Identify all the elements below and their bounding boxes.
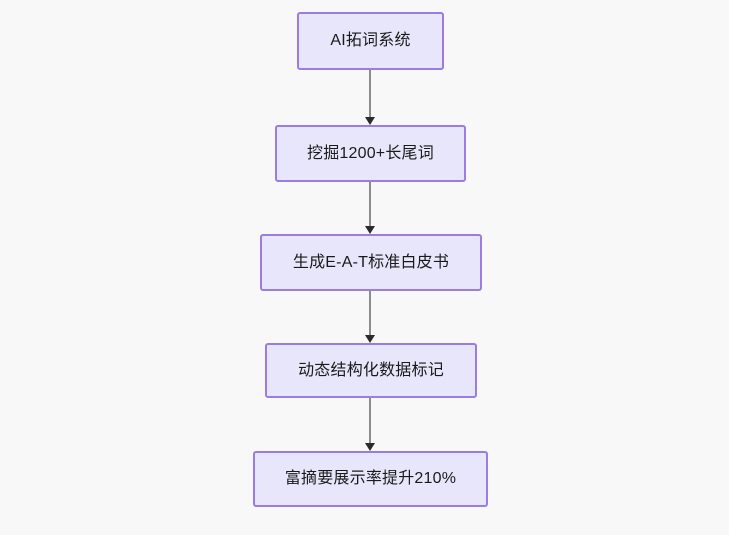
arrow-down-icon	[365, 226, 375, 234]
flowchart-node-mine-longtail-keywords[interactable]: 挖掘1200+长尾词	[275, 125, 466, 182]
flowchart-node-label: AI拓词系统	[330, 32, 411, 50]
flowchart-node-generate-eat-whitepaper[interactable]: 生成E-A-T标准白皮书	[260, 234, 482, 291]
flowchart-node-ai-keyword-system[interactable]: AI拓词系统	[297, 12, 444, 70]
flowchart-node-label: 挖掘1200+长尾词	[307, 144, 434, 162]
flowchart-node-rich-snippet-impression-lift[interactable]: 富摘要展示率提升210%	[253, 451, 488, 507]
arrow-down-icon	[365, 443, 375, 451]
arrow-down-icon	[365, 117, 375, 125]
flowchart-node-label: 动态结构化数据标记	[298, 361, 444, 379]
edge-line	[369, 182, 371, 226]
flowchart-node-dynamic-structured-data-markup[interactable]: 动态结构化数据标记	[265, 343, 477, 398]
flowchart-node-label: 富摘要展示率提升210%	[284, 470, 457, 488]
edge-line	[369, 291, 371, 335]
flowchart-node-label: 生成E-A-T标准白皮书	[292, 253, 450, 271]
edge-line	[369, 398, 371, 443]
edge-line	[369, 70, 371, 117]
arrow-down-icon	[365, 335, 375, 343]
